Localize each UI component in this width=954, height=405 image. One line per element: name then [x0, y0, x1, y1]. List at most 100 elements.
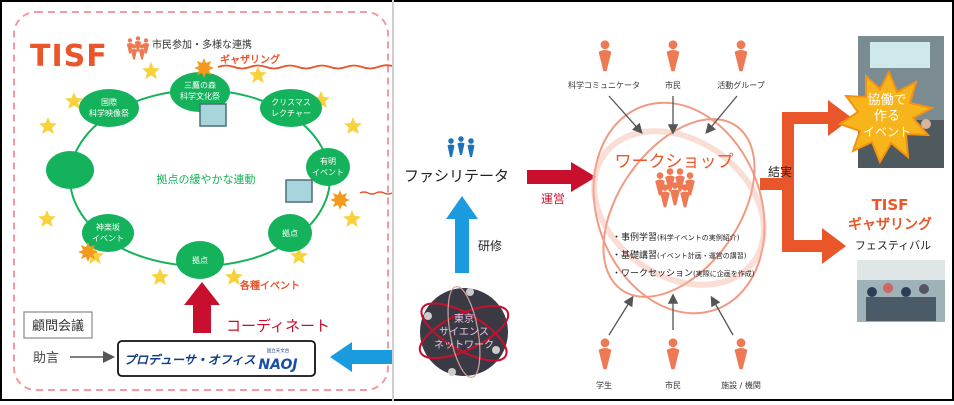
network-line2: サイエンス — [439, 326, 489, 338]
person-icon — [734, 40, 748, 72]
node-christmas-line1: クリスマス — [271, 98, 311, 107]
network-line3: ネットワーク — [434, 339, 494, 351]
bursts — [78, 58, 350, 262]
star-icon — [344, 117, 362, 134]
star-icon — [65, 92, 83, 109]
tisf-right-label: TISF — [872, 196, 909, 214]
left-panel: TISF 市民参加・多様な連携 ギャザリング — [13, 11, 393, 391]
node-kokusai-line1: 国際 — [101, 97, 117, 107]
node-kyoten-bottom-label: 拠点 — [192, 255, 208, 265]
middle-section: ファシリテータ 研修 運営 東京 サイエンス ネットワーク — [404, 136, 596, 378]
node-kokusai-line2: 科学映像祭 — [89, 108, 129, 118]
festival-label: フェスティバル — [855, 239, 931, 252]
events-label: 各種イベント — [239, 279, 300, 292]
person-icon — [734, 338, 748, 370]
star-icon — [249, 66, 267, 83]
burst-icon — [194, 58, 214, 78]
facilitator-label: ファシリテータ — [404, 167, 509, 185]
event-photo-bottom — [857, 260, 945, 322]
workshop-item-1: ・事例学習(科学イベントの実例紹介) — [612, 231, 740, 243]
bottom-person-label-1: 学生 — [596, 380, 612, 390]
training-label: 研修 — [478, 238, 502, 253]
tisf-logo: TISF — [30, 39, 108, 74]
workshop-item-2: ・基礎講習(イベント計画・運営の講習) — [612, 249, 747, 261]
star-icon — [142, 62, 160, 79]
operation-arrow — [527, 162, 596, 192]
top-arrow-3 — [705, 95, 738, 134]
person-icon — [666, 40, 680, 72]
advice-label: 助言 — [33, 351, 59, 366]
workshop-section: 科学コミュニケータ 市民 活動グループ ワークショップ ・事例学習(科学イベント… — [568, 40, 852, 390]
node-kagurazaka-line2: イベント — [92, 234, 124, 243]
burst-icon — [330, 190, 350, 210]
star-icon — [39, 117, 57, 134]
photo-square-top — [199, 103, 227, 127]
burst-icon — [78, 242, 98, 262]
operation-label: 運営 — [541, 192, 565, 206]
node-mitaka-line2: 科学文化祭 — [180, 91, 220, 101]
burst-line1: 協働で — [867, 93, 906, 108]
blue-left-arrow — [330, 342, 392, 372]
person-icon — [598, 338, 612, 370]
producer-office-label: プロデューサ・オフィス — [124, 353, 256, 367]
advisory-label: 顧問会議 — [32, 319, 84, 334]
workshop-orbit-2 — [602, 118, 756, 298]
workshop-title: ワークショップ — [615, 152, 734, 172]
workshop-orbit-3 — [591, 128, 767, 288]
workshop-item-3: ・ワークセッション(実際に企画を作成) — [612, 268, 755, 279]
node-kokusai: 国際 科学映像祭 — [79, 89, 139, 127]
citizen-participation-label: 市民参加・多様な連携 — [152, 38, 252, 51]
gathering-wavy-line — [217, 64, 393, 70]
facilitator-icon — [447, 136, 475, 157]
node-christmas-line2: レクチャー — [271, 109, 311, 118]
bottom-arrow-1 — [608, 295, 634, 336]
star-icon — [38, 210, 56, 227]
node-mitaka-line1: 三鷹の森 — [184, 80, 216, 90]
node-ariake-line2: イベント — [312, 168, 344, 177]
naoj-logo: NAOJ — [258, 357, 297, 373]
workshop-orbit-1 — [592, 101, 766, 315]
node-kyoten-right-label: 拠点 — [282, 228, 298, 238]
dashed-frame — [13, 11, 389, 391]
star-icon — [343, 210, 361, 227]
burst-line2: 作る — [874, 109, 900, 124]
node-kyoten-bottom: 拠点 — [176, 241, 224, 279]
star-icon — [225, 268, 243, 285]
gathering-label: ギャザリング — [220, 53, 280, 66]
coordinate-arrow — [184, 282, 220, 333]
citizens-icon-group — [126, 36, 150, 60]
tokyo-science-network-sphere: 東京 サイエンス ネットワーク — [418, 286, 510, 378]
top-person-label-1: 科学コミュニケータ — [568, 80, 640, 90]
node-kagurazaka: 神楽坂 イベント — [82, 214, 134, 252]
node-ariake-line1: 有明 — [320, 156, 336, 166]
bottom-person-label-2: 市民 — [665, 380, 681, 390]
result-arrow-up — [760, 100, 852, 178]
network-line1: 東京 — [454, 312, 474, 325]
top-person-label-2: 市民 — [665, 80, 681, 90]
center-label: 拠点の緩やかな連動 — [157, 172, 256, 186]
node-ariake: 有明 イベント — [306, 148, 350, 186]
right-wavy-line — [359, 191, 393, 195]
node-blank-left — [46, 151, 94, 189]
node-christmas: クリスマス レクチャー — [260, 89, 322, 127]
node-kyoten-right: 拠点 — [268, 214, 312, 252]
result-label: 結実 — [768, 164, 792, 179]
stars — [38, 62, 362, 285]
top-arrow-1 — [608, 95, 643, 134]
person-icon — [666, 338, 680, 370]
workshop-crowd-icon — [655, 168, 695, 208]
svg-text:TISF: TISF — [30, 39, 108, 74]
person-icon — [598, 40, 612, 72]
gathering-right-label: ギャザリング — [848, 216, 932, 233]
coordinate-label: コーディネート — [226, 317, 330, 335]
result-arrow-down — [760, 178, 846, 264]
photo-square-right — [285, 179, 313, 203]
star-icon — [86, 247, 104, 264]
top-people — [598, 40, 748, 72]
producer-office-box — [117, 340, 316, 377]
advisory-box — [23, 311, 93, 339]
naoj-small-label: 国立天文台 — [267, 347, 290, 354]
bottom-arrow-3 — [710, 295, 734, 336]
burst-line3: イベント — [863, 125, 911, 139]
